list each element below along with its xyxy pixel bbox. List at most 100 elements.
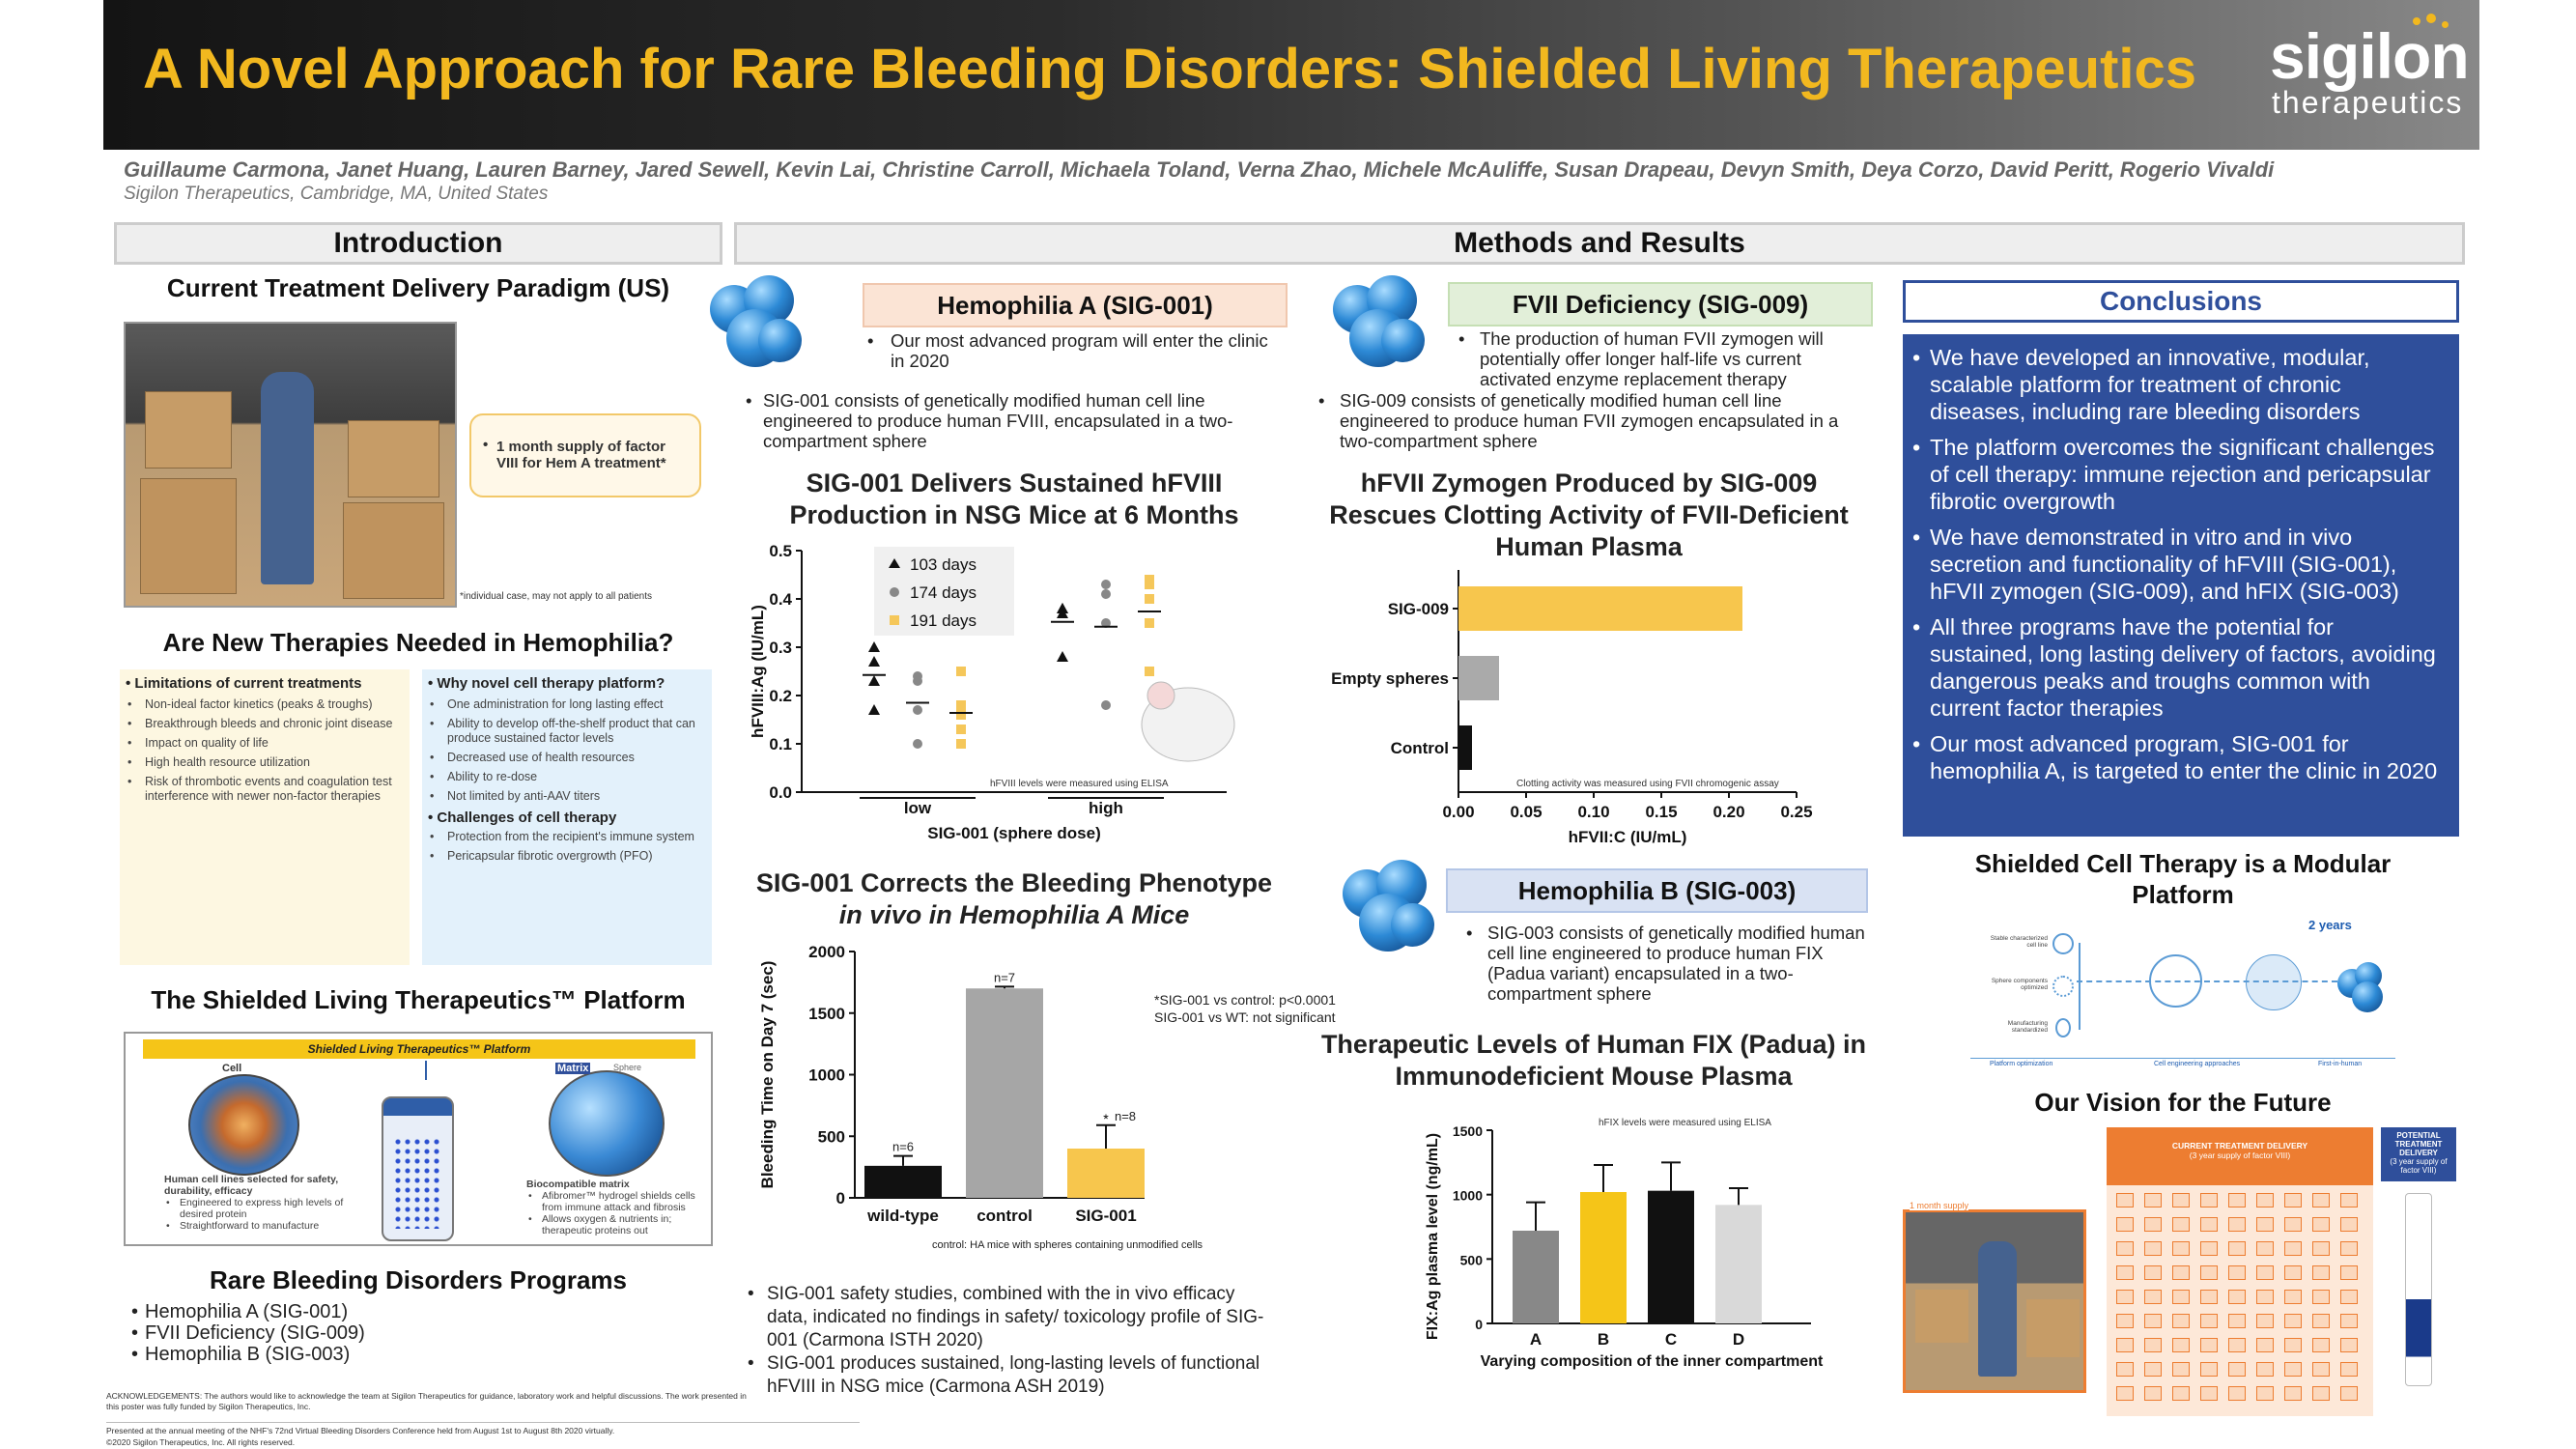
x-tick-label: C bbox=[1665, 1330, 1677, 1349]
matrix-label: Matrix bbox=[555, 1063, 591, 1074]
cells-items: •Engineered to express high levels of de… bbox=[164, 1197, 348, 1232]
data-point bbox=[1101, 580, 1111, 589]
elisa-note: hFVIII levels were measured using ELISA bbox=[990, 779, 1169, 789]
conclusion-item: All three programs have the potential fo… bbox=[1912, 613, 2442, 722]
box-icon bbox=[2144, 1314, 2162, 1328]
box-icon bbox=[2116, 1314, 2134, 1328]
why-item: •One administration for long lasting eff… bbox=[430, 697, 664, 711]
data-point bbox=[913, 676, 922, 686]
box-icon bbox=[2312, 1362, 2330, 1377]
x-tick-label: D bbox=[1733, 1330, 1744, 1349]
sphere-label: Sphere bbox=[613, 1063, 642, 1072]
box-icon bbox=[2200, 1314, 2218, 1328]
limitation-item: •Impact on quality of life bbox=[127, 736, 269, 750]
x-tick-label: 0.05 bbox=[1510, 803, 1542, 821]
limitations-box: • Limitations of current treatments •Non… bbox=[120, 669, 410, 965]
y-tick-label: 1000 bbox=[808, 1066, 845, 1085]
box-icon bbox=[2172, 1314, 2190, 1328]
data-point bbox=[913, 705, 922, 715]
box-icon bbox=[2200, 1193, 2218, 1208]
step-label: Sphere components optimized bbox=[1991, 978, 2048, 991]
why-item: •Not limited by anti-AAV titers bbox=[430, 789, 601, 803]
affiliation: Sigilon Therapeutics, Cambridge, MA, Uni… bbox=[124, 184, 549, 204]
x-tick-label: wild-type bbox=[866, 1207, 939, 1225]
challenges-title: • Challenges of cell therapy bbox=[428, 810, 617, 826]
data-point bbox=[956, 667, 966, 676]
logo-dot-icon bbox=[2442, 21, 2449, 28]
cells-item: •Engineered to express high levels of de… bbox=[166, 1197, 344, 1220]
box-icon bbox=[2172, 1241, 2190, 1256]
box-icon bbox=[2284, 1338, 2302, 1352]
box-icon bbox=[2340, 1217, 2358, 1232]
box-icon bbox=[2144, 1217, 2162, 1232]
box-icon bbox=[2228, 1217, 2246, 1232]
cells-title: Human cell lines selected for safety, du… bbox=[164, 1174, 339, 1197]
box-icon bbox=[2284, 1362, 2302, 1377]
box-icon bbox=[2144, 1362, 2162, 1377]
box-icon bbox=[2144, 1290, 2162, 1304]
supply-callout-text: 1 month supply of factor VIII for Hem A … bbox=[496, 439, 666, 471]
conclusion-item: We have demonstrated in vitro and in viv… bbox=[1912, 524, 2442, 605]
y-tick-label: 0 bbox=[836, 1189, 845, 1208]
program-item: •FVII Deficiency (SIG-009) bbox=[131, 1322, 365, 1344]
bar bbox=[1067, 1149, 1145, 1198]
why-item: •Ability to develop off-the-shelf produc… bbox=[430, 717, 695, 745]
y-tick-label: 0.1 bbox=[769, 735, 792, 753]
paradigm-title: Current Treatment Delivery Paradigm (US) bbox=[166, 273, 670, 302]
challenge-item: •Pericapsular fibrotic overgrowth (PFO) bbox=[430, 849, 653, 863]
platform-hub-icon bbox=[2246, 954, 2302, 1010]
box-icon bbox=[2340, 1362, 2358, 1377]
footer-label: Platform optimization bbox=[1990, 1061, 2053, 1067]
data-point bbox=[1057, 651, 1068, 662]
box-icon bbox=[2256, 1265, 2274, 1280]
box-icon bbox=[2144, 1338, 2162, 1352]
box-icon bbox=[2312, 1241, 2330, 1256]
fvii-description: •SIG-009 consists of genetically modifie… bbox=[1318, 390, 1839, 451]
box-icon bbox=[2312, 1338, 2330, 1352]
stat-note: *SIG-001 vs control: p<0.0001 bbox=[1154, 992, 1336, 1008]
conclusion-item: The platform overcomes the significant c… bbox=[1912, 434, 2442, 515]
box-icon bbox=[2172, 1217, 2190, 1232]
box-icon bbox=[2144, 1265, 2162, 1280]
vision-photo: 1 month supply bbox=[1903, 1201, 2086, 1393]
acknowledgements: ACKNOWLEDGEMENTS: The authors would like… bbox=[106, 1391, 747, 1411]
data-point bbox=[1145, 594, 1154, 604]
box-icon bbox=[2200, 1338, 2218, 1352]
box-icon bbox=[2312, 1386, 2330, 1401]
box-icon bbox=[2284, 1217, 2302, 1232]
box-icon bbox=[2144, 1386, 2162, 1401]
data-point bbox=[956, 739, 966, 749]
data-point bbox=[1057, 608, 1068, 618]
data-point bbox=[913, 739, 922, 749]
box-icon bbox=[2172, 1193, 2190, 1208]
limitations-list: •Non-ideal factor kinetics (peaks & trou… bbox=[126, 697, 404, 804]
box-icon bbox=[2340, 1338, 2358, 1352]
significance-star: * bbox=[1103, 1111, 1109, 1126]
data-point bbox=[868, 641, 880, 652]
cell-image bbox=[188, 1074, 299, 1176]
y-tick-label: 0.2 bbox=[769, 687, 792, 705]
footer-label: Cell engineering approaches bbox=[2154, 1061, 2241, 1067]
safety-item: •SIG-001 safety studies, combined with t… bbox=[748, 1284, 1264, 1350]
box-icon bbox=[2200, 1290, 2218, 1304]
y-axis-label: hFVIII:Ag (IU/mL) bbox=[749, 605, 767, 738]
conclusions-box: We have developed an innovative, modular… bbox=[1903, 334, 2459, 837]
safety-item: •SIG-001 produces sustained, long-lastin… bbox=[748, 1353, 1260, 1397]
box-icon bbox=[2256, 1241, 2274, 1256]
y-axis-label: Bleeding Time on Day 7 (sec) bbox=[758, 961, 777, 1189]
conclusion-item: Our most advanced program, SIG-001 for h… bbox=[1912, 730, 2442, 784]
box-icon bbox=[2340, 1241, 2358, 1256]
mouse-ear bbox=[1146, 681, 1175, 710]
box-icon bbox=[2256, 1217, 2274, 1232]
fvii-header: FVII Deficiency (SIG-009) bbox=[1448, 282, 1873, 327]
cell-label: Cell bbox=[222, 1063, 242, 1074]
legend-marker bbox=[889, 558, 900, 568]
platform-title: The Shielded Living Therapeutics™ Platfo… bbox=[151, 985, 686, 1014]
box-icon bbox=[2228, 1265, 2246, 1280]
box-icon bbox=[2144, 1193, 2162, 1208]
x-tick-label: 0.10 bbox=[1577, 803, 1609, 821]
y-tick-label: 1500 bbox=[808, 1005, 845, 1023]
introduction-header: Introduction bbox=[114, 222, 722, 265]
